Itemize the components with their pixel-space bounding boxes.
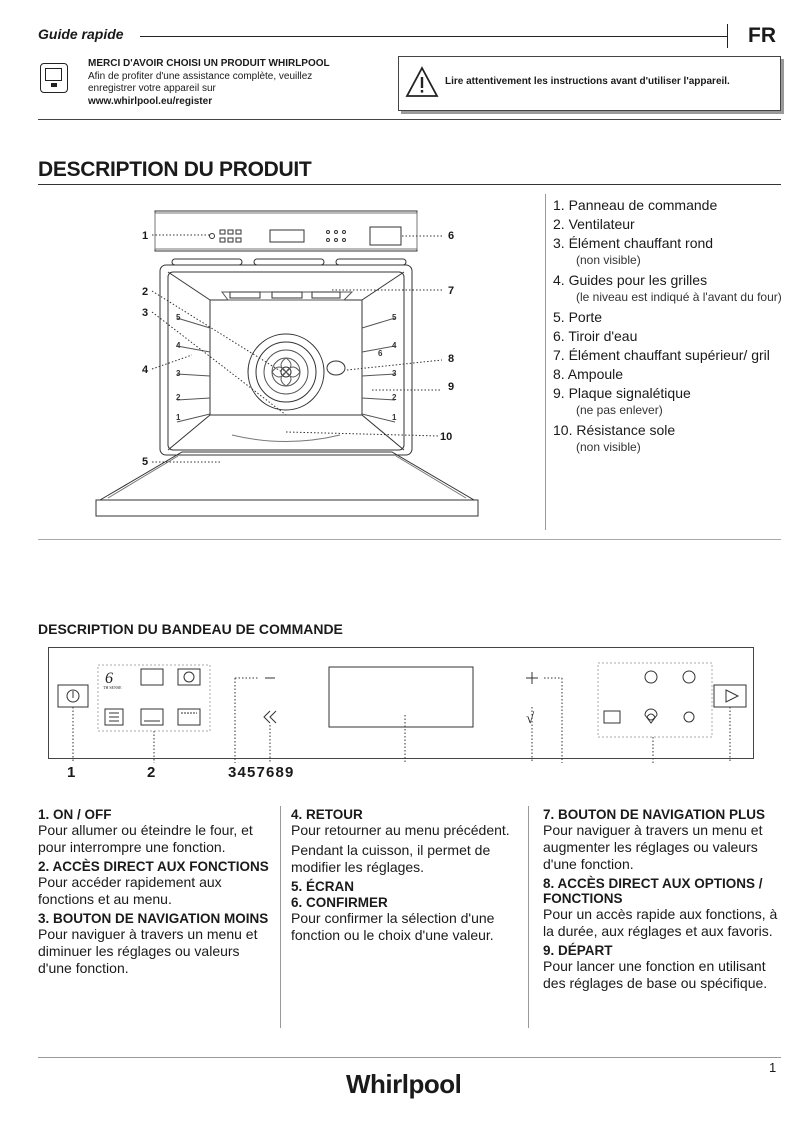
diagram-label-3: 3 — [142, 307, 148, 319]
control-panel-diagram: 6 TH SENSE √ — [57, 662, 747, 763]
part-item: 9. Plaque signalétique — [553, 385, 691, 401]
level-left-2: 2 — [176, 393, 181, 402]
part-item: 5. Porte — [553, 309, 603, 325]
button-heading: 2. ACCÈS DIRECT AUX FONCTIONS — [38, 859, 269, 874]
level-right-1: 1 — [392, 413, 397, 422]
warning-text: Lire attentivement les instructions avan… — [445, 76, 730, 87]
header-rule — [140, 36, 728, 37]
button-description: Pour retourner au menu précédent. — [291, 822, 510, 838]
callout-2: 2 — [147, 764, 156, 781]
page-number: 1 — [769, 1060, 777, 1075]
column-separator-1 — [280, 806, 281, 1028]
button-description: Pour naviguer à travers un menu et augme… — [543, 822, 763, 872]
level-right-4: 4 — [392, 341, 397, 350]
button-description: Pour naviguer à travers un menu et dimin… — [38, 926, 258, 976]
diagram-label-8: 8 — [448, 353, 454, 365]
diagram-label-6: 6 — [448, 230, 454, 242]
button-heading: 4. RETOUR — [291, 807, 363, 822]
footer-rule — [38, 1057, 781, 1058]
button-description: Pour un accès rapide aux fonctions, à la… — [543, 906, 778, 939]
part-item: 2. Ventilateur — [553, 216, 635, 232]
level-left-4: 4 — [176, 341, 181, 350]
guide-title: Guide rapide — [38, 26, 124, 42]
button-heading: 9. DÉPART — [543, 943, 613, 958]
column-separator-2 — [528, 806, 529, 1028]
button-heading: 5. ÉCRAN — [291, 879, 355, 894]
diagram-label-7: 7 — [448, 285, 454, 297]
button-description: Pour accéder rapidement aux fonctions et… — [38, 874, 222, 907]
part-item: 8. Ampoule — [553, 366, 624, 382]
button-description: Pour lancer une fonction en utilisant de… — [543, 958, 768, 991]
diagram-label-2: 2 — [142, 286, 148, 298]
callout-3-9: 3 4 5 7 6 8 9 — [228, 764, 293, 781]
part-item: 6. Tiroir d'eau — [553, 328, 638, 344]
button-heading: 8. ACCÈS DIRECT AUX OPTIONS / FONCTIONS — [543, 876, 763, 906]
button-heading: 6. CONFIRMER — [291, 895, 388, 910]
part-note: (non visible) — [576, 440, 641, 454]
register-text: Afin de profiter d'une assistance complè… — [88, 71, 313, 94]
register-title: MERCI D'AVOIR CHOISI UN PRODUIT WHIRLPOO… — [88, 58, 330, 69]
button-heading: 1. ON / OFF — [38, 807, 112, 822]
confirm-check: √ — [526, 711, 535, 727]
header-bottom-rule — [38, 119, 781, 120]
diagram-label-4: 4 — [142, 364, 149, 376]
warning-box — [398, 56, 781, 111]
product-separator — [545, 194, 546, 530]
brand-logo: Whirlpool — [346, 1069, 462, 1099]
language-code: FR — [748, 24, 776, 47]
oven-diagram: 1 2 3 4 5 6 7 8 9 10 5 4 3 2 1 5 4 3 2 1… — [95, 210, 479, 517]
level-right-3: 3 — [392, 369, 397, 378]
product-parts-list: 1. Panneau de commande 2. Ventilateur 3. É… — [553, 196, 783, 458]
button-heading: 7. BOUTON DE NAVIGATION PLUS — [543, 807, 766, 822]
warning-icon — [405, 66, 439, 97]
level-left-5: 5 — [176, 313, 181, 322]
part-item: 4. Guides pour les grilles — [553, 272, 708, 288]
part-note: (non visible) — [576, 253, 641, 267]
computer-icon — [40, 63, 68, 93]
button-description: Pour allumer ou éteindre le four, et pou… — [38, 822, 253, 855]
diagram-label-1: 1 — [142, 230, 148, 242]
button-heading: 3. BOUTON DE NAVIGATION MOINS — [38, 911, 269, 926]
button-description: Pendant la cuisson, il permet de modifie… — [291, 842, 491, 875]
callout-1: 1 — [67, 764, 76, 781]
header-tick — [727, 24, 728, 48]
sixth-sense-logo: 6 — [105, 670, 113, 687]
part-item: 7. Élément chauffant supérieur/ gril — [553, 347, 770, 363]
display-screen — [328, 666, 474, 728]
part-note: (ne pas enlever) — [576, 403, 663, 417]
level-right-2: 2 — [392, 393, 397, 402]
level-left-1: 1 — [176, 413, 181, 422]
diagram-label-5: 5 — [142, 456, 148, 468]
start-button — [713, 684, 747, 708]
button-description: Pour confirmer la sélection d'une foncti… — [291, 910, 495, 943]
diagram-label-10: 10 — [440, 431, 452, 443]
part-item: 1. Panneau de commande — [553, 197, 718, 213]
part-item: 3. Élément chauffant rond — [553, 235, 714, 251]
panel-title: DESCRIPTION DU BANDEAU DE COMMANDE — [38, 621, 343, 637]
level-right-5: 5 — [392, 313, 397, 322]
register-url[interactable]: www.whirlpool.eu/register — [88, 96, 213, 107]
level-left-3: 3 — [176, 369, 181, 378]
control-panel-box — [48, 647, 754, 759]
section-rule — [38, 539, 781, 540]
level-marker-6: 6 — [378, 349, 383, 358]
part-note: (le niveau est indiqué à l'avant du four… — [576, 290, 782, 304]
diagram-label-9: 9 — [448, 381, 454, 393]
product-title: DESCRIPTION DU PRODUIT — [38, 158, 312, 181]
title-rule — [38, 184, 781, 185]
sixth-sense-sub: TH SENSE — [103, 685, 122, 690]
part-item: 10. Résistance sole — [553, 422, 676, 438]
